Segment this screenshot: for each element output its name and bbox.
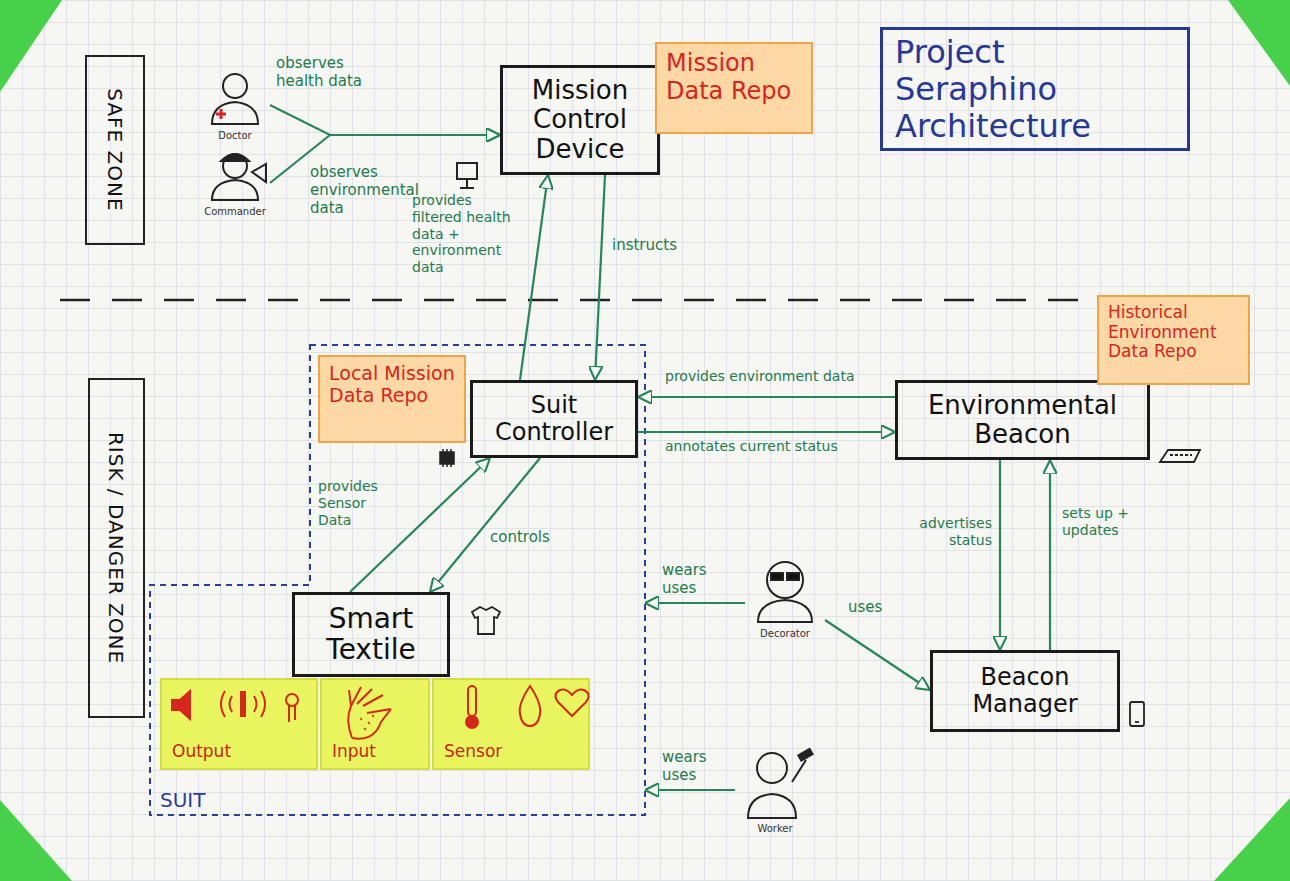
decorator-figure [758, 562, 812, 622]
chip-icon [440, 449, 454, 467]
component-note: Sensor [432, 678, 590, 770]
flow-arrow [270, 135, 500, 183]
zone-band: RISK / DANGER ZONE [88, 378, 145, 718]
actor-label: Doctor [218, 130, 251, 142]
shirt-icon [472, 607, 500, 634]
flow-arrow [430, 458, 540, 592]
edge-label: sets up + updates [1062, 505, 1147, 539]
flow-arrow [638, 431, 895, 433]
flow-arrow [999, 460, 1001, 650]
zone-label: SAFE ZONE [103, 88, 127, 211]
input-glove-icon [348, 687, 391, 739]
note-label: Historical Environment Data Repo [1108, 303, 1239, 362]
edge-label: uses [848, 598, 898, 616]
data-store-note: Historical Environment Data Repo [1097, 295, 1250, 385]
title-frame: Project Seraphino Architecture [880, 27, 1190, 151]
actor-label: Worker [757, 823, 792, 835]
flow-arrow [270, 105, 500, 135]
actor-figure: Decorator [745, 555, 825, 640]
note-label: Mission Data Repo [666, 50, 802, 105]
zone-divider [60, 300, 1095, 301]
component-note: Output [160, 678, 318, 770]
actor-figure: Commander [200, 148, 270, 218]
box-label: Mission Control Device [511, 76, 649, 163]
flow-arrow [638, 396, 895, 398]
box-label: Smart Textile [303, 603, 439, 666]
process-box: Environmental Beacon [895, 380, 1150, 460]
edge-label: instructs [612, 236, 702, 254]
phone-icon [1130, 702, 1144, 726]
actor-label: Decorator [760, 628, 810, 640]
suit-outline [150, 345, 645, 815]
output-icons [172, 691, 298, 722]
flow-arrow [645, 602, 745, 604]
note-label: Local Mission Data Repo [329, 363, 455, 407]
edge-label: observes health data [276, 54, 386, 90]
box-label: Beacon Manager [941, 664, 1109, 718]
beacon-device-icon [1160, 450, 1200, 462]
process-box: Beacon Manager [930, 650, 1120, 732]
zone-band: SAFE ZONE [85, 55, 145, 245]
data-store-note: Mission Data Repo [655, 42, 813, 134]
note-label: Sensor [444, 742, 578, 762]
zone-label: RISK / DANGER ZONE [105, 432, 129, 664]
flow-arrow [825, 620, 930, 690]
process-box: Mission Control Device [500, 65, 660, 175]
process-box: Suit Controller [470, 380, 638, 458]
edge-label: provides filtered health data + environm… [412, 192, 514, 276]
component-note: Input [320, 678, 430, 770]
data-store-note: Local Mission Data Repo [318, 355, 466, 443]
sensor-icons [466, 686, 589, 728]
doctor-figure [212, 74, 258, 124]
commander-figure [212, 154, 266, 200]
note-label: Output [172, 742, 306, 762]
diagram-title: Project Seraphino Architecture [895, 34, 1175, 144]
edge-label: advertises status [900, 515, 992, 549]
edge-label: wears uses [662, 748, 718, 784]
worker-figure [748, 749, 813, 818]
actor-figure: Doctor [200, 72, 270, 142]
flow-arrow [520, 175, 548, 380]
flow-arrow [1049, 460, 1051, 650]
process-box: Smart Textile [292, 592, 450, 677]
edge-label: controls [490, 528, 570, 546]
region-label: SUIT [160, 788, 205, 812]
flow-arrow [645, 789, 735, 791]
flow-arrow [595, 175, 605, 380]
actor-label: Commander [204, 206, 266, 218]
edge-label: provides Sensor Data [318, 478, 402, 528]
box-label: Suit Controller [481, 392, 627, 446]
monitor-icon [457, 163, 477, 188]
edge-label: wears uses [662, 561, 718, 597]
edge-label: provides environment data [665, 368, 893, 385]
box-label: Environmental Beacon [906, 391, 1139, 449]
actor-figure: Worker [735, 745, 815, 835]
suit-region: SUIT Local Mission Data RepoSuit Controll… [150, 345, 645, 815]
note-label: Input [332, 742, 418, 762]
edge-label: annotates current status [665, 438, 893, 455]
